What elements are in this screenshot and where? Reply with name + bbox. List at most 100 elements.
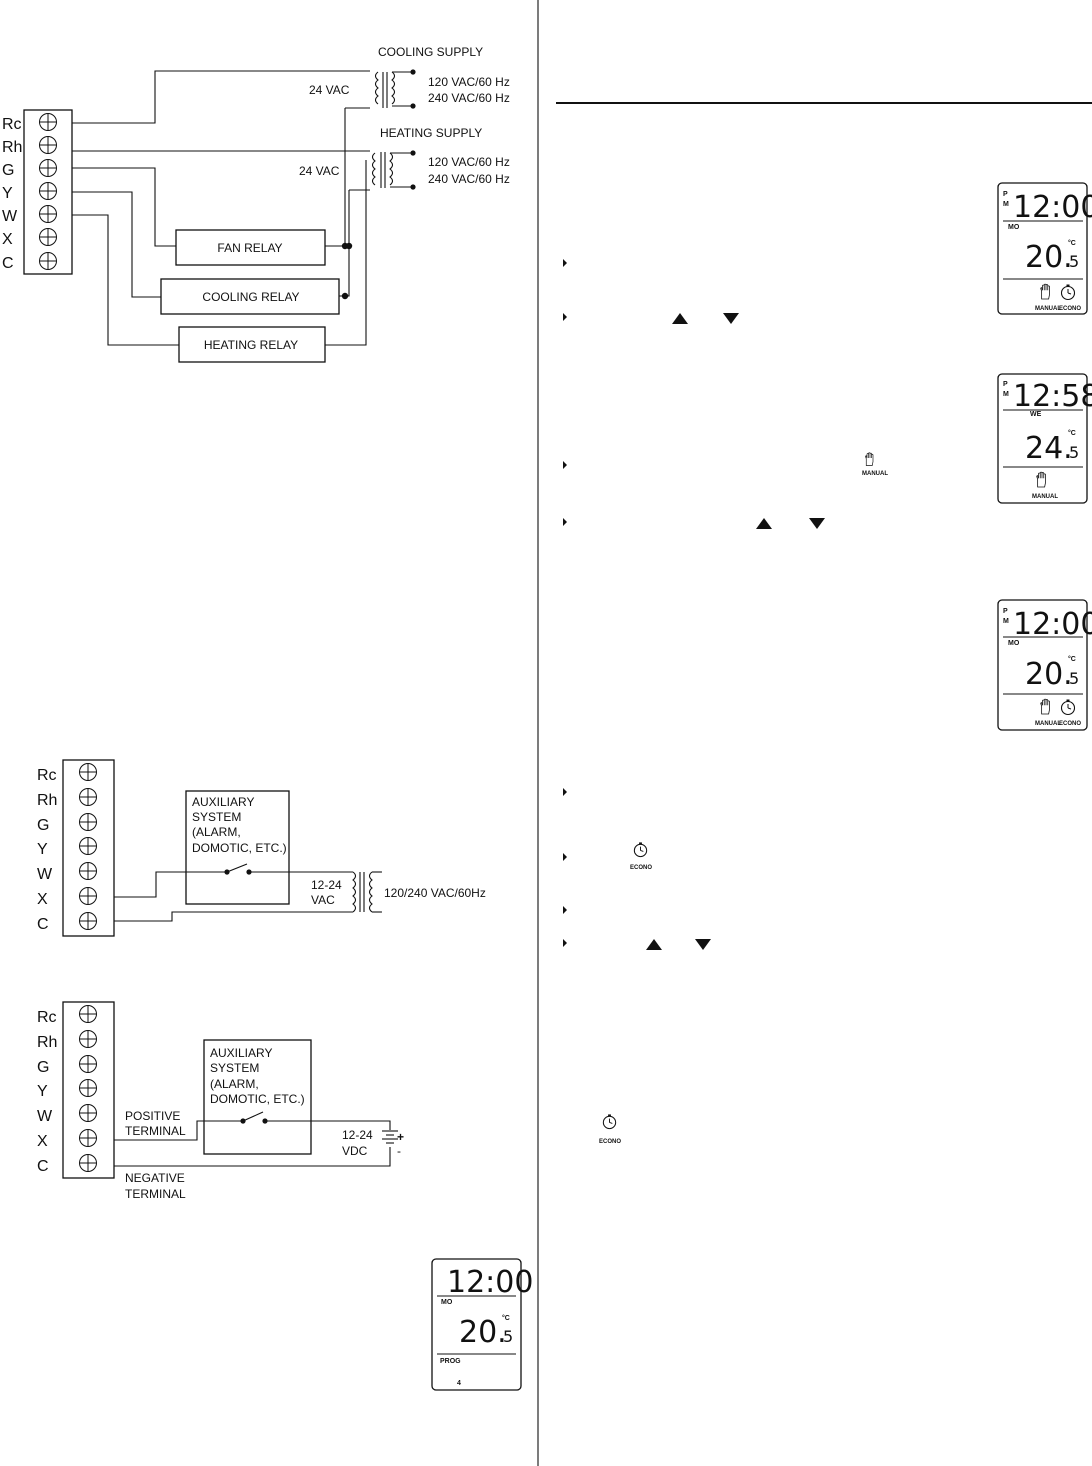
down-arrow-icon: [695, 939, 711, 950]
display-temp: 20.: [459, 1315, 507, 1350]
terminal-label: X: [37, 1133, 48, 1150]
heating-supply-label: HEATING SUPPLY: [380, 126, 482, 140]
aux-line: SYSTEM: [192, 810, 241, 824]
display-time: 12:00: [1013, 190, 1092, 225]
terminal-label: Y: [2, 185, 13, 202]
thermostat-display-1: P M 12:00 MO 20. °C 5 MANUAL ECONO: [997, 182, 1092, 315]
aux-ac-diagram: Rc Rh G Y W X C AUXILIARY SYSTEM (ALARM,…: [37, 759, 486, 937]
fan-relay-label: FAN RELAY: [217, 241, 282, 255]
inline-manual-label: MANUAL: [862, 471, 888, 477]
display-prog: PROG: [440, 1358, 461, 1365]
heating-relay-label: HEATING RELAY: [204, 338, 298, 352]
line-120-heat-label: 120 VAC/60 Hz: [428, 155, 510, 169]
bullet-arrow-icon: [563, 461, 567, 469]
display-unit: °C: [1068, 655, 1076, 663]
terminal-labels: Rc Rh G Y W X C: [2, 116, 22, 272]
terminal-label: Rc: [2, 116, 22, 133]
display-unit: °C: [1068, 429, 1076, 437]
terminal-label: W: [2, 208, 18, 225]
vac-range-label: 12-24: [311, 878, 342, 892]
display-unit: °C: [1068, 239, 1076, 247]
bullet-arrow-icon: [563, 939, 567, 947]
inline-econo-label: ECONO: [599, 1139, 621, 1145]
vac-unit-label: VAC: [311, 893, 335, 907]
thermostat-display-prog: 12:00 MO 20. °C 5 PROG 4: [431, 1258, 533, 1391]
aux-line: DOMOTIC, ETC.): [192, 841, 287, 855]
terminal-label: W: [37, 866, 53, 883]
cooling-relay-label: COOLING RELAY: [202, 290, 299, 304]
manual-label: MANUAL: [1032, 494, 1058, 500]
terminal-label: C: [2, 255, 14, 272]
bullet-arrow-icon: [563, 906, 567, 914]
display-day: MO: [441, 1299, 453, 1306]
display-time: 12:00: [1013, 607, 1092, 642]
econo-label: ECONO: [1059, 721, 1081, 727]
hand-icon: [865, 452, 874, 466]
display-time: 12:58: [1013, 379, 1092, 414]
bullet-arrow-icon: [563, 313, 567, 321]
vdc-unit-label: VDC: [342, 1144, 368, 1158]
manual-label: MANUAL: [1035, 306, 1061, 312]
bullet-arrow-icon: [563, 518, 567, 526]
display-decimal: 5: [503, 1327, 513, 1346]
display-time: 12:00: [447, 1265, 533, 1300]
terminal-label: Rh: [37, 1034, 57, 1051]
display-day: MO: [1008, 640, 1020, 647]
display-ampm: M: [1003, 201, 1009, 208]
positive-terminal-label: TERMINAL: [125, 1124, 186, 1138]
display-day: MO: [1008, 224, 1020, 231]
terminal-label: G: [37, 1059, 49, 1076]
wiring-diagram: Rc Rh G Y W X C: [2, 45, 510, 363]
aux-system-box: [203, 1039, 312, 1155]
display-ampm: P: [1003, 191, 1008, 198]
terminal-label: Y: [37, 1083, 48, 1100]
vdc-range-label: 12-24: [342, 1128, 373, 1142]
terminal-label: X: [2, 231, 13, 248]
terminal-label: X: [37, 891, 48, 908]
instruction-bullets-2: MANUAL: [563, 452, 888, 529]
terminal-label: Rc: [37, 767, 57, 784]
terminal-label: W: [37, 1108, 53, 1125]
cooling-supply-label: COOLING SUPPLY: [378, 45, 483, 59]
down-arrow-icon: [809, 518, 825, 529]
manual-label: MANUAL: [1035, 721, 1061, 727]
aux-system-box: [185, 790, 290, 905]
aux-line: SYSTEM: [210, 1061, 259, 1075]
terminal-label: G: [37, 817, 49, 834]
display-ampm: M: [1003, 618, 1009, 625]
terminal-label: Rh: [2, 139, 22, 156]
vac-24-heat-label: 24 VAC: [299, 164, 340, 178]
bullet-arrow-icon: [563, 788, 567, 796]
aux-line: (ALARM,: [210, 1077, 259, 1091]
bullet-arrow-icon: [563, 259, 567, 267]
display-ampm: M: [1003, 391, 1009, 398]
display-temp: 20.: [1025, 657, 1073, 692]
terminal-label: C: [37, 1158, 49, 1175]
display-decimal: 5: [1069, 443, 1079, 462]
cooling-relay-box: [160, 278, 340, 315]
down-arrow-icon: [723, 313, 739, 324]
instruction-bullets-1: [563, 259, 739, 324]
display-unit: °C: [502, 1314, 510, 1322]
aux-dc-diagram: Rc Rh G Y W X C AUXILIARY SYSTEM (ALARM,…: [37, 1001, 404, 1201]
display-day: WE: [1030, 411, 1042, 418]
display-decimal: 5: [1069, 252, 1079, 271]
up-arrow-icon: [646, 939, 662, 950]
clock-icon: [602, 1113, 617, 1130]
positive-terminal-label: POSITIVE: [125, 1109, 180, 1123]
up-arrow-icon: [756, 518, 772, 529]
econo-inline-icon: ECONO: [599, 1113, 621, 1145]
bullet-arrow-icon: [563, 853, 567, 861]
line-voltage-label: 120/240 VAC/60Hz: [384, 886, 486, 900]
terminal-label: Rc: [37, 1009, 57, 1026]
display-ampm: P: [1003, 381, 1008, 388]
inline-econo-label: ECONO: [630, 865, 652, 871]
terminal-label: G: [2, 162, 14, 179]
clock-icon: [633, 841, 648, 858]
display-ampm: P: [1003, 608, 1008, 615]
terminal-label: Rh: [37, 792, 57, 809]
terminal-label: Y: [37, 841, 48, 858]
line-240-cool-label: 240 VAC/60 Hz: [428, 91, 510, 105]
thermostat-display-2: P M 12:58 WE 24. °C 5 MANUAL: [997, 373, 1092, 504]
display-temp: 20.: [1025, 240, 1073, 275]
